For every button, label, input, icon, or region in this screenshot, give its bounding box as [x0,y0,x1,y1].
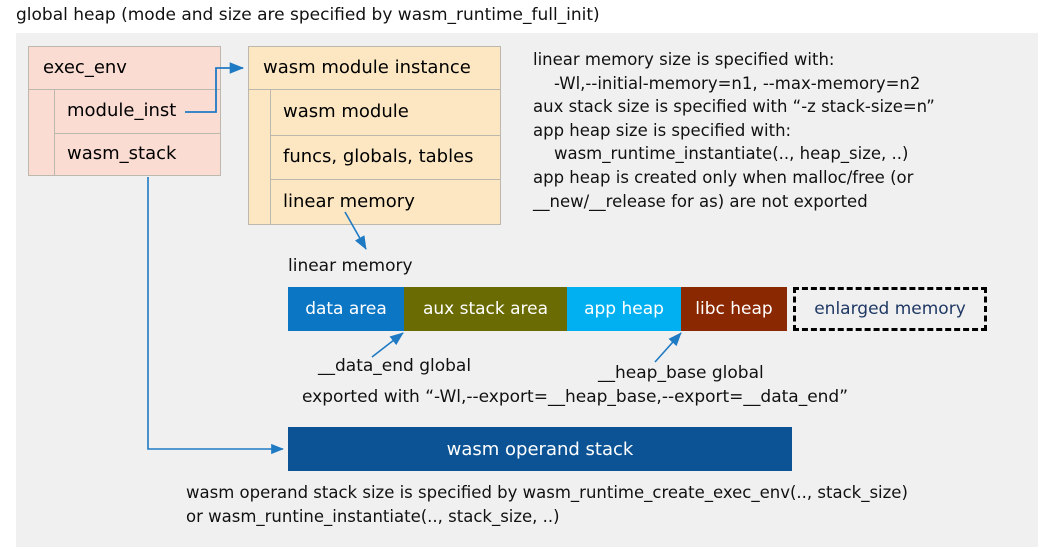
module-instance-field-funcs-globals-tables: funcs, globals, tables [271,134,500,180]
wasm-module-instance-box: wasm module instance wasm module funcs, … [248,46,501,225]
memory-segment-data-area: data area [288,287,404,331]
exec-env-field-module-inst: module_inst [67,100,177,122]
operand-stack-note: wasm operand stack size is specified by … [186,483,908,526]
memory-segment-app-heap: app heap [567,287,681,331]
label-exported-with: exported with “-Wl,--export=__heap_base,… [302,387,849,407]
module-instance-field-linear-memory: linear memory [271,179,500,224]
wasm-module-instance-gutter [249,90,271,224]
label-data-end-global: __data_end global [318,356,472,376]
wasm-module-instance-fields: wasm module funcs, globals, tables linea… [271,90,500,224]
wasm-module-instance-header: wasm module instance [248,46,501,90]
exec-env-fields: module_inst wasm_stack [55,90,220,175]
memory-segment-libc-heap: libc heap [681,287,787,331]
exec-env-box: exec_env module_inst wasm_stack [28,46,221,176]
linear-memory-caption: linear memory [288,256,413,276]
memory-segment-aux-stack-area: aux stack area [404,287,567,331]
memory-segment-enlarged-memory: enlarged memory [793,287,987,331]
exec-env-gutter [29,90,55,175]
page-title: global heap (mode and size are specified… [16,5,600,25]
linear-memory-note: linear memory size is specified with: -W… [533,50,935,211]
wasm-operand-stack-bar: wasm operand stack [288,427,792,471]
module-instance-field-wasm-module: wasm module [283,101,409,123]
wasm-module-instance-body: wasm module funcs, globals, tables linea… [248,90,501,225]
exec-env-field-wasm-stack: wasm_stack [55,132,220,176]
linear-memory-bar: data area aux stack area app heap libc h… [288,287,987,331]
exec-env-body: module_inst wasm_stack [28,90,221,176]
exec-env-header: exec_env [28,46,221,90]
label-heap-base-global: __heap_base global [598,363,764,383]
